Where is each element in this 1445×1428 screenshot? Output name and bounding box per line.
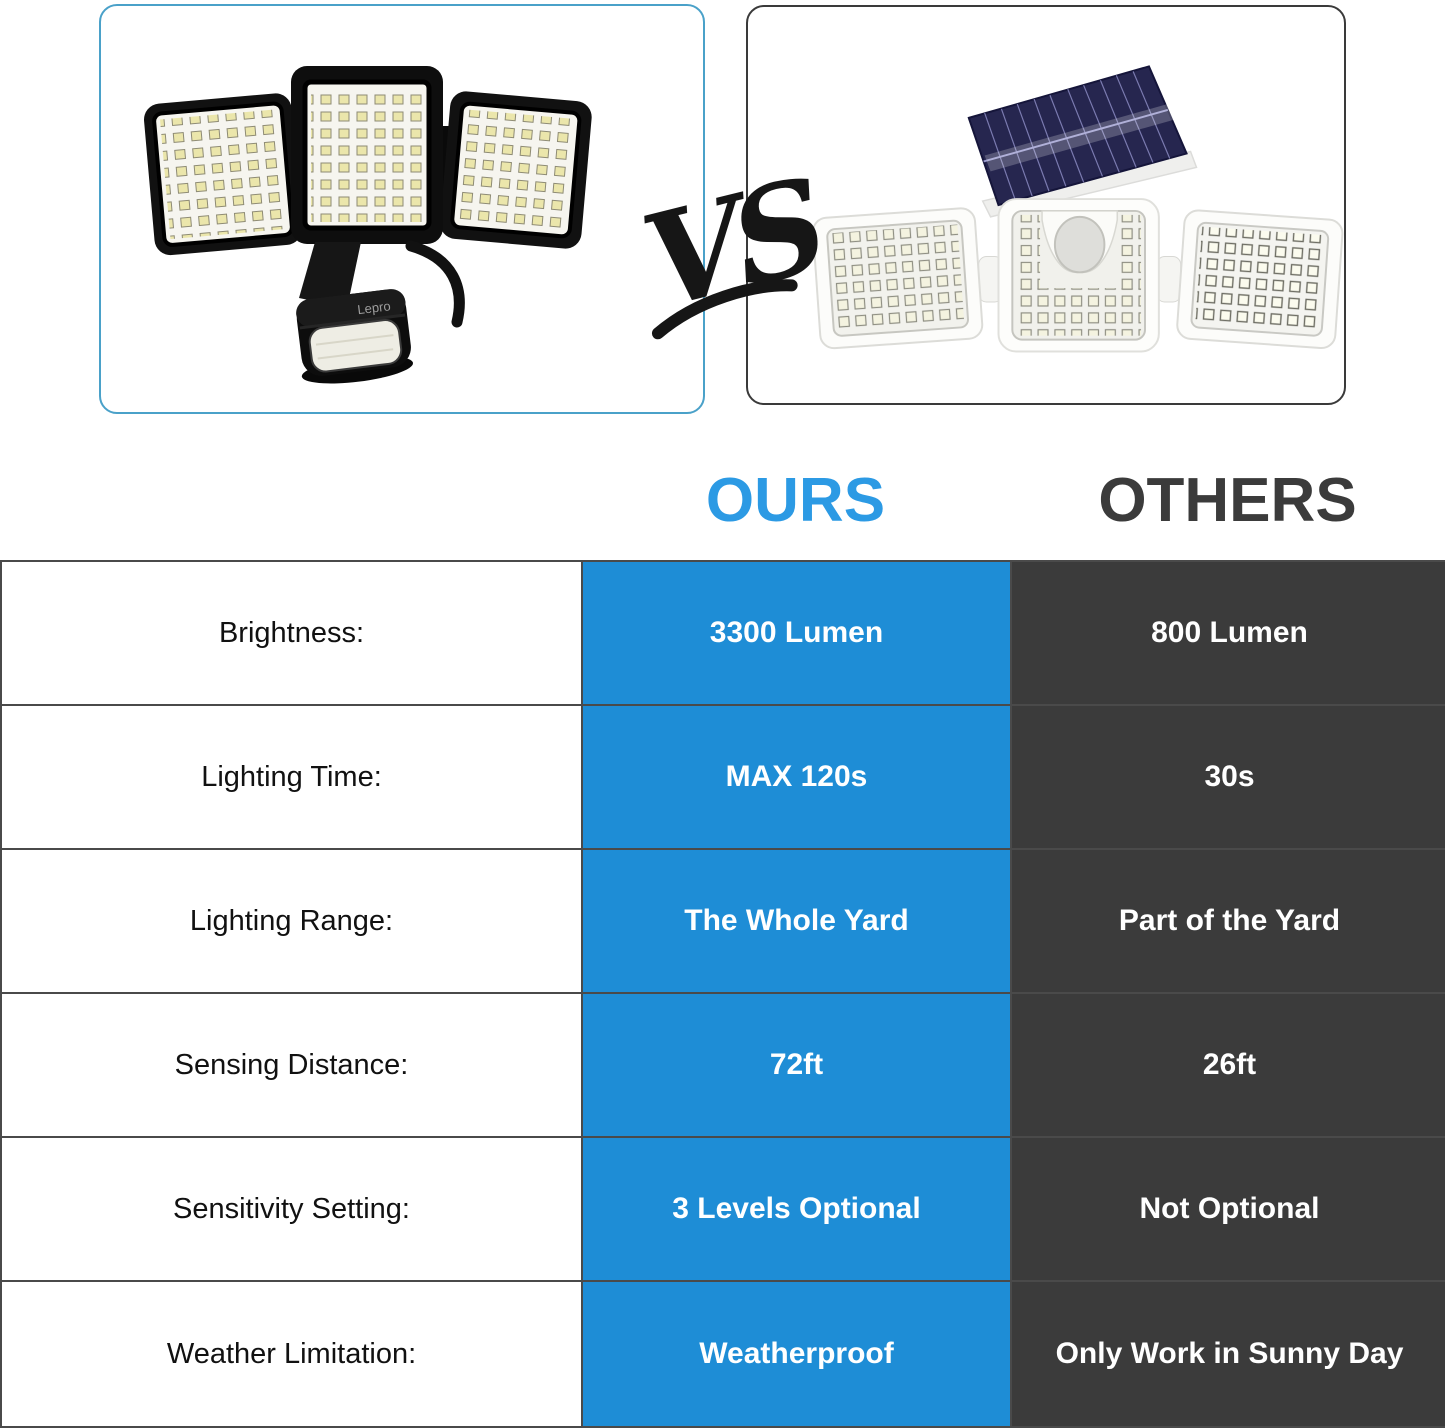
vs-swash: [651, 279, 798, 340]
ours-header: OURS: [705, 465, 886, 535]
others-value: 30s: [1012, 706, 1445, 850]
vs-graphic: VS: [630, 150, 825, 340]
ours-value: 72ft: [583, 994, 1012, 1138]
others-value: Part of the Yard: [1012, 850, 1445, 994]
others-value: Only Work in Sunny Day: [1012, 1282, 1445, 1426]
led-panel-right: [1176, 209, 1344, 350]
feature-label: Lighting Time:: [2, 706, 583, 850]
ours-product-box: Lepro: [99, 4, 705, 414]
feature-label: Weather Limitation:: [2, 1282, 583, 1426]
pir-sensor: [1053, 215, 1106, 274]
led-panel-center: [291, 66, 443, 244]
ours-value: 3300 Lumen: [583, 562, 1012, 706]
ours-value: MAX 120s: [583, 706, 1012, 850]
led-panel-right: [439, 91, 592, 249]
ours-product-image: Lepro: [144, 66, 592, 384]
vs-label: VS: [630, 150, 825, 338]
feature-label: Lighting Range:: [2, 850, 583, 994]
led-panel-left: [812, 207, 984, 350]
ours-value: The Whole Yard: [583, 850, 1012, 994]
others-value: 800 Lumen: [1012, 562, 1445, 706]
feature-label: Sensitivity Setting:: [2, 1138, 583, 1282]
others-value: Not Optional: [1012, 1138, 1445, 1282]
others-product-image: [812, 65, 1344, 353]
vs-mark: VS: [630, 138, 825, 356]
mounting-arm: [299, 242, 361, 308]
led-panel-left: [144, 93, 303, 256]
solar-panel: [967, 65, 1198, 218]
ours-value: Weatherproof: [583, 1282, 1012, 1426]
others-header: OTHERS: [1098, 465, 1357, 535]
feature-label: Brightness:: [2, 562, 583, 706]
hinge-right: [1156, 255, 1182, 303]
others-product-box: [746, 5, 1346, 405]
comparison-table: Brightness: 3300 Lumen 800 Lumen Lightin…: [0, 560, 1445, 1428]
mounting-bracket: [405, 240, 465, 328]
motion-sensor: Lepro: [296, 289, 413, 384]
led-panel-center: [997, 198, 1160, 353]
ours-value: 3 Levels Optional: [583, 1138, 1012, 1282]
feature-label: Sensing Distance:: [2, 994, 583, 1138]
brand-label: Lepro: [357, 298, 392, 317]
others-value: 26ft: [1012, 994, 1445, 1138]
